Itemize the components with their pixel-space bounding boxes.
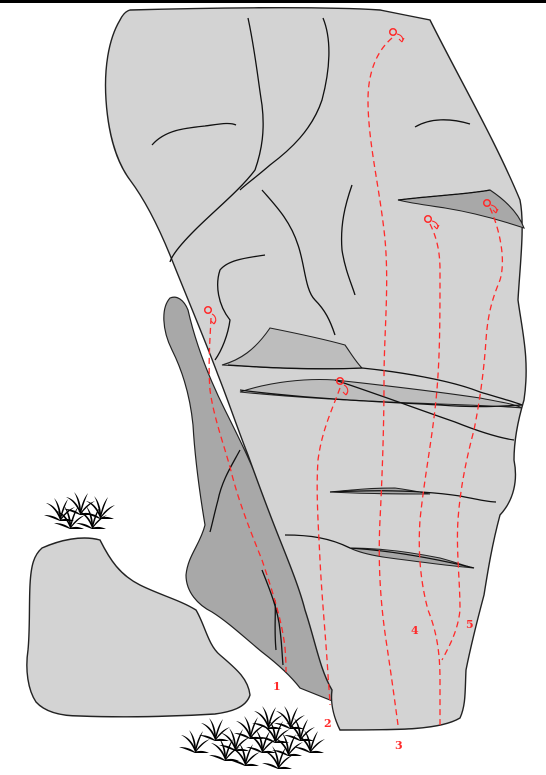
anchor-3-icon	[388, 27, 405, 43]
grass-on-boulder	[44, 492, 115, 529]
left-flake-shadow	[163, 296, 336, 703]
route-anchors	[203, 27, 499, 396]
anchor-4-icon	[423, 214, 440, 230]
rock-cracks	[151, 17, 523, 666]
route-number-4: 4	[411, 624, 419, 637]
left-boulder	[26, 537, 251, 718]
anchor-5-icon	[482, 198, 499, 214]
route-number-5: 5	[466, 618, 474, 631]
route-line-2	[316, 387, 341, 706]
route-number-1: 1	[273, 680, 281, 693]
route-line-4	[418, 223, 441, 725]
anchor-2-icon	[335, 376, 349, 396]
anchor-1-icon	[203, 305, 217, 325]
climbing-routes	[208, 37, 503, 726]
route-line-3	[367, 37, 399, 726]
route-number-3: 3	[395, 739, 403, 752]
route-line-1	[208, 317, 287, 673]
route-line-5	[441, 207, 503, 661]
route-numbers: 1 2 3 4 5	[273, 618, 474, 752]
route-number-2: 2	[324, 717, 332, 730]
top-border	[0, 0, 546, 3]
